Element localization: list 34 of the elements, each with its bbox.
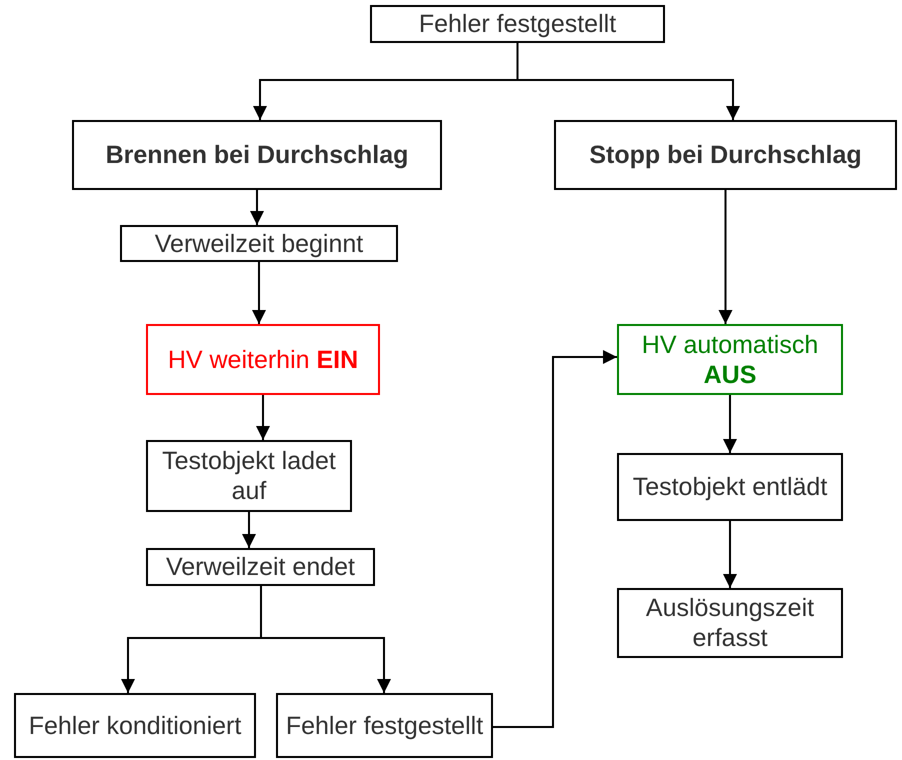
- arrow: [723, 521, 737, 588]
- box-label: Verweilzeit endet: [166, 552, 355, 582]
- arrow: [723, 395, 737, 453]
- box-label: Fehler festgestellt: [286, 710, 484, 740]
- arrow: [516, 43, 740, 120]
- process-box: [146, 548, 375, 586]
- box-label: Stopp bei Durchschlag: [589, 140, 862, 170]
- box-label: Testobjekt ladet auf: [161, 446, 337, 506]
- process-box: [14, 693, 256, 758]
- process-box: [72, 120, 442, 190]
- box-label: Verweilzeit beginnt: [154, 228, 364, 258]
- process-box: [554, 120, 897, 190]
- arrow: [250, 190, 264, 225]
- process-box: [617, 588, 843, 658]
- box-label: Brennen bei Durchschlag: [106, 140, 408, 170]
- process-box: [617, 324, 843, 395]
- box-label: HV automatisch AUS: [640, 330, 820, 390]
- arrow: [260, 586, 391, 693]
- process-box: [370, 5, 665, 43]
- box-label: Fehler konditioniert: [28, 710, 242, 740]
- process-box: [146, 324, 380, 395]
- arrow: [493, 350, 617, 728]
- arrow: [252, 262, 266, 324]
- process-box: [120, 225, 398, 262]
- box-label: Fehler festgestellt: [418, 9, 616, 39]
- arrow: [242, 512, 256, 548]
- process-box: [276, 693, 493, 758]
- box-label: HV weiterhin EIN: [168, 344, 358, 374]
- box-label: Testobjekt entlädt: [632, 472, 828, 502]
- box-label: Auslösungszeit erfasst: [644, 593, 816, 653]
- arrow: [718, 190, 732, 324]
- process-box: [146, 440, 352, 512]
- process-box: [617, 453, 843, 521]
- arrow: [256, 395, 270, 440]
